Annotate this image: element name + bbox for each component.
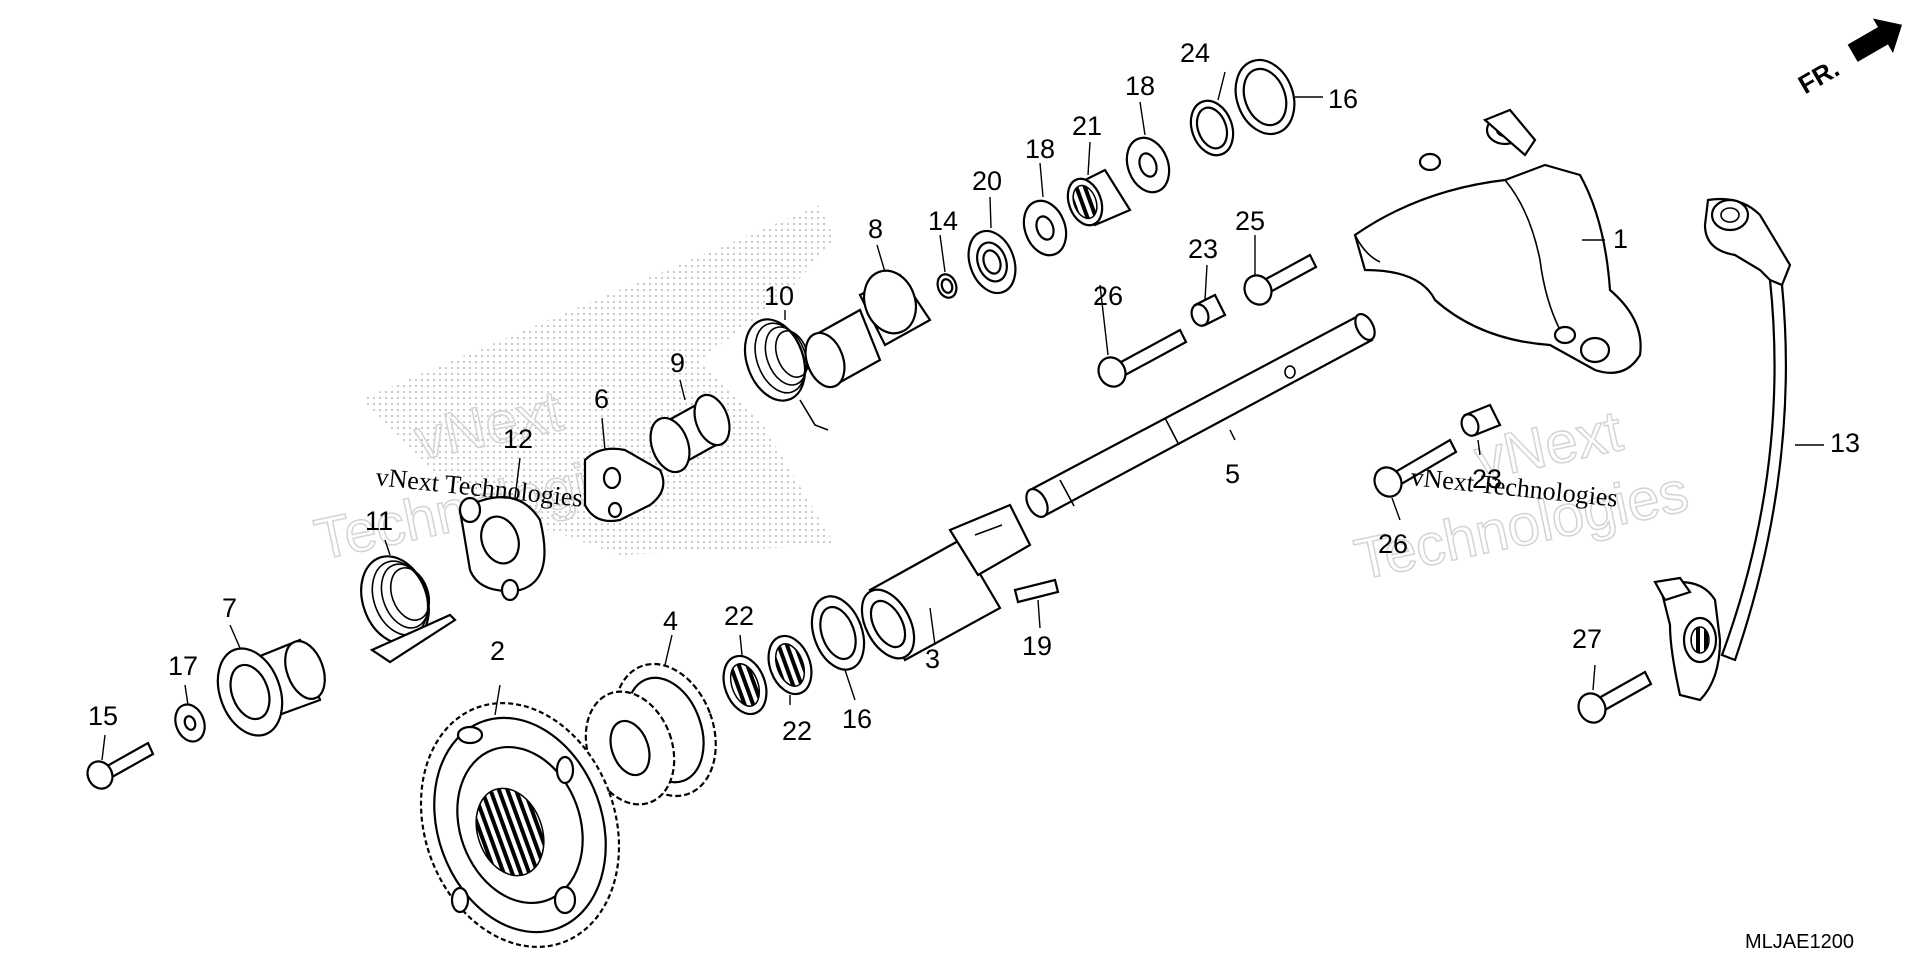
part-15-bolt — [86, 741, 155, 790]
part-27-bolt — [1577, 670, 1653, 724]
label-13: 13 — [1830, 428, 1860, 458]
label-9: 9 — [670, 348, 685, 378]
label-15: 15 — [88, 701, 118, 731]
part-21-bearing — [1066, 168, 1132, 227]
label-16-upper: 16 — [1328, 84, 1358, 114]
label-22-lower: 22 — [782, 716, 812, 746]
diagram-code: MLJAE1200 — [1745, 931, 1854, 953]
label-2: 2 — [490, 636, 505, 666]
front-label: FR. — [1793, 53, 1844, 100]
label-4: 4 — [663, 606, 678, 636]
part-7-bushing — [216, 638, 326, 737]
leader-lines — [101, 71, 1824, 761]
label-10: 10 — [764, 281, 794, 311]
part-26-bolt-lower — [1373, 438, 1458, 498]
label-27: 27 — [1572, 624, 1602, 654]
label-23-lower: 23 — [1472, 464, 1502, 494]
part-25-bolt — [1243, 253, 1318, 306]
label-7: 7 — [222, 593, 237, 623]
part-23-dowel-lower — [1460, 403, 1502, 437]
part-26-bolt-upper — [1097, 328, 1188, 388]
label-24: 24 — [1180, 38, 1210, 68]
label-11: 11 — [365, 506, 393, 536]
part-22-bearing-a — [722, 654, 768, 716]
part-14-oring — [936, 273, 958, 299]
label-23-upper: 23 — [1188, 234, 1218, 264]
part-11-spring — [360, 555, 457, 664]
part-1-housing — [1353, 108, 1642, 374]
label-19: 19 — [1022, 631, 1052, 661]
label-20: 20 — [972, 166, 1002, 196]
label-6: 6 — [594, 384, 609, 414]
part-18-washer-a — [1022, 199, 1068, 257]
label-14: 14 — [928, 206, 958, 236]
part-3-collar — [860, 503, 1032, 662]
label-26-upper: 26 — [1093, 281, 1123, 311]
part-9-collar — [649, 393, 731, 474]
part-19-pin — [1013, 578, 1060, 604]
label-22-upper: 22 — [724, 601, 754, 631]
part-labels: 1 2 3 4 5 6 7 8 9 10 11 12 13 14 15 16 1… — [88, 38, 1860, 746]
part-24-circlip — [1189, 99, 1235, 157]
label-18-left: 18 — [1025, 134, 1055, 164]
shading-region — [360, 205, 835, 555]
label-5: 5 — [1225, 459, 1240, 489]
part-12-plate — [458, 496, 546, 602]
part-10-spring — [743, 318, 829, 431]
front-direction-marker: FR. — [1793, 18, 1903, 100]
label-25: 25 — [1235, 206, 1265, 236]
part-18-washer-b — [1125, 136, 1171, 194]
label-16-lower: 16 — [842, 704, 872, 734]
label-1: 1 — [1613, 224, 1628, 254]
part-4-gear — [584, 662, 717, 806]
label-3: 3 — [925, 644, 940, 674]
label-17: 17 — [168, 651, 198, 681]
part-16-washer-upper — [1234, 58, 1296, 136]
part-20-seal — [967, 229, 1017, 295]
part-22-bearing-b — [767, 634, 813, 696]
label-18-right: 18 — [1125, 71, 1155, 101]
label-12: 12 — [503, 424, 533, 454]
part-2-large-gear — [419, 702, 621, 948]
part-8-cam — [804, 269, 932, 389]
label-26-lower: 26 — [1378, 529, 1408, 559]
part-17-washer — [174, 703, 206, 743]
part-5-shaft — [1025, 312, 1376, 519]
part-23-dowel-upper — [1190, 293, 1227, 327]
label-8: 8 — [868, 214, 883, 244]
part-13-shift-arm — [1653, 197, 1792, 702]
part-16-washer-lower — [810, 595, 866, 671]
front-arrow-icon — [1847, 18, 1903, 62]
label-21: 21 — [1072, 111, 1102, 141]
